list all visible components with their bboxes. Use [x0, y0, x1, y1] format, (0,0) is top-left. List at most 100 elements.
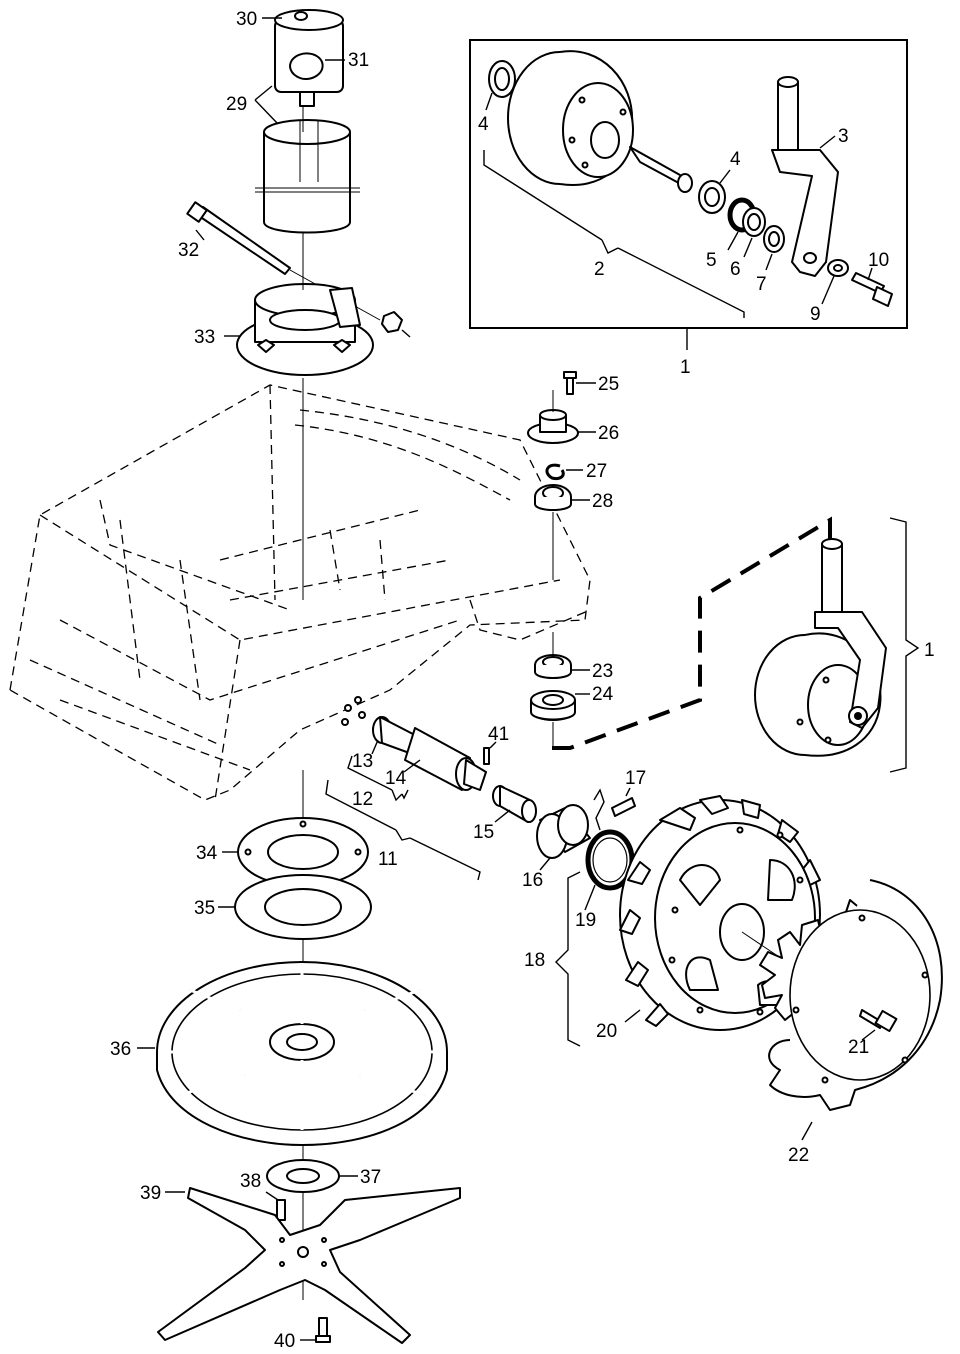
- label-37: 37: [360, 1167, 381, 1188]
- label-41: 41: [488, 724, 509, 745]
- label-5: 5: [706, 250, 717, 271]
- blade-disc-36: [156, 961, 448, 1146]
- label-28: 28: [592, 491, 613, 512]
- inset-box: [469, 39, 908, 329]
- bearing-23: [534, 654, 572, 679]
- label-18: 18: [524, 950, 545, 971]
- cap-26: [527, 409, 579, 444]
- label-23: 23: [592, 661, 613, 682]
- label-1a: 1: [680, 357, 691, 378]
- label-26: 26: [598, 423, 619, 444]
- label-7: 7: [756, 274, 767, 295]
- label-4a: 4: [478, 114, 489, 135]
- label-12: 12: [352, 789, 373, 810]
- leader-32: [195, 229, 205, 241]
- leader-3: [819, 135, 836, 149]
- label-39: 39: [140, 1183, 161, 1204]
- leader-13: [371, 739, 379, 755]
- sprocket-22: [759, 879, 943, 1111]
- label-36: 36: [110, 1039, 131, 1060]
- motor-mount-33: [236, 283, 374, 376]
- leader-38: [265, 1191, 279, 1201]
- leader-14: [403, 759, 421, 773]
- plate-34: [237, 817, 369, 887]
- leader-20: [624, 1009, 641, 1023]
- part-labels: 1 1 2 3 4 4 5 6 7 9 10 11 12 13 14 15 16…: [110, 9, 935, 1352]
- label-3: 3: [838, 126, 849, 147]
- leader-6: [743, 237, 753, 258]
- label-14: 14: [385, 768, 407, 789]
- leader-4a: [485, 92, 493, 111]
- label-30: 30: [236, 9, 257, 30]
- caster-fork-3: [771, 76, 839, 277]
- drive-shaft-13-14: [372, 716, 487, 791]
- motor-30: [274, 9, 344, 107]
- label-2: 2: [594, 259, 605, 280]
- bearing-4: [698, 180, 726, 214]
- bolt-40: [315, 1317, 331, 1343]
- label-19: 19: [575, 910, 596, 931]
- label-15: 15: [473, 822, 494, 843]
- label-6: 6: [730, 259, 741, 280]
- label-17: 17: [625, 768, 646, 789]
- washer-37: [266, 1159, 340, 1193]
- label-24: 24: [592, 684, 614, 705]
- bracket-2: [483, 150, 745, 318]
- bearing-28: [534, 484, 572, 511]
- washer-9: [827, 259, 849, 277]
- key-41: [483, 747, 490, 765]
- leader-21: [861, 1029, 876, 1041]
- stub-shaft-15: [492, 785, 537, 823]
- leader-15: [494, 809, 511, 823]
- leader-29: [254, 85, 279, 125]
- cutting-blade-39: [157, 1187, 461, 1344]
- leader-5: [727, 231, 739, 251]
- leader-10: [867, 267, 873, 281]
- label-11: 11: [378, 849, 398, 870]
- bolt-17: [611, 797, 636, 817]
- label-16: 16: [522, 870, 543, 891]
- label-29: 29: [226, 94, 247, 115]
- mower-chassis: [9, 384, 591, 801]
- label-40: 40: [274, 1331, 295, 1349]
- label-1b: 1: [924, 640, 935, 661]
- leader-17: [625, 787, 631, 797]
- label-31: 31: [348, 50, 369, 71]
- label-35: 35: [194, 898, 215, 919]
- label-33: 33: [194, 327, 215, 348]
- bracket-18: [555, 871, 581, 1047]
- label-9: 9: [810, 304, 821, 325]
- bearing-housing-24: [530, 690, 576, 721]
- label-34: 34: [196, 843, 218, 864]
- bolt-21: [859, 1009, 898, 1033]
- bracket-11: [325, 779, 481, 881]
- label-10: 10: [868, 250, 889, 271]
- label-32: 32: [178, 240, 199, 261]
- screw-38: [276, 1199, 286, 1221]
- bracket-12: [347, 755, 409, 800]
- caster-wheel-1: [754, 538, 887, 757]
- screw-25: [563, 371, 577, 395]
- label-25: 25: [598, 374, 619, 395]
- leader-7: [765, 253, 773, 271]
- bracket-1b: [889, 517, 920, 773]
- bolt-10: [851, 272, 893, 307]
- leader-22: [801, 1121, 813, 1141]
- seal-ring-4: [488, 60, 516, 98]
- long-bolt-32: [186, 201, 291, 275]
- washer-7: [763, 225, 785, 253]
- axle-shaft: [629, 146, 693, 193]
- label-22: 22: [788, 1145, 809, 1166]
- holes-cluster: [341, 696, 366, 726]
- leader-16: [539, 857, 551, 871]
- label-21: 21: [848, 1037, 869, 1058]
- label-27: 27: [586, 461, 607, 482]
- leader-4b: [719, 169, 731, 184]
- leader-19: [584, 884, 596, 911]
- caster-wheel-inset: [507, 50, 634, 186]
- plate-35: [234, 874, 372, 940]
- label-38: 38: [240, 1171, 261, 1192]
- leader-41: [489, 741, 497, 749]
